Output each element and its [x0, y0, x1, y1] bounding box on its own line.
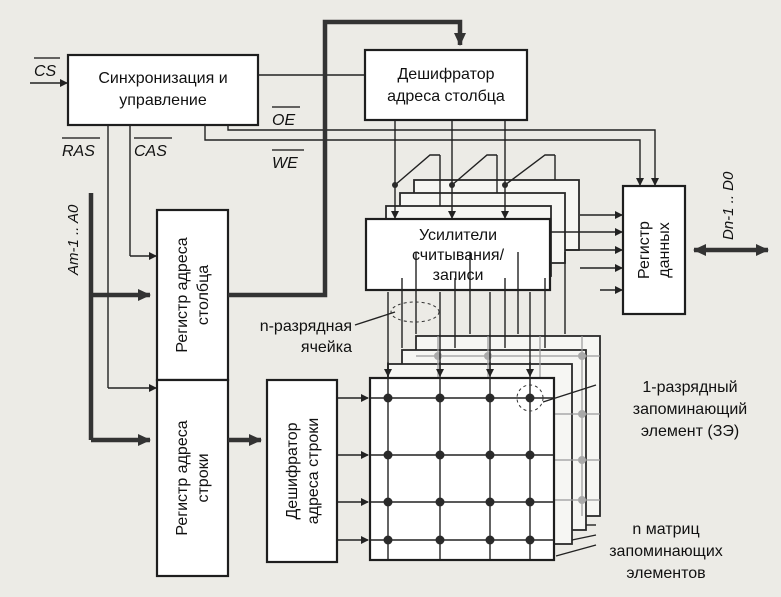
n-matrices-line3: элементов [626, 565, 705, 582]
column-address-register-block [155, 208, 230, 382]
row-register-line1: Регистр адреса [174, 420, 191, 535]
cas-label: CAS [134, 143, 167, 160]
one-bit-element-marker [516, 384, 544, 412]
sense-amps-line1: Усилители [419, 227, 497, 244]
col-register-line1: Регистр адреса [174, 237, 191, 352]
row-decoder-line1: Дешифратор [284, 422, 301, 519]
cs-label: CS [34, 63, 57, 80]
col-decoder-line1: Дешифратор [397, 66, 494, 83]
we-label: WE [272, 155, 298, 172]
one-bit-line1: 1-разрядный [642, 379, 737, 396]
ras-label: RAS [62, 143, 95, 160]
address-bus-label: Am-1 .. A0 [65, 204, 82, 276]
row-address-register-block [155, 378, 230, 578]
n-matrices-line2: запоминающих [609, 543, 723, 560]
col-decoder-line2: адреса столбца [387, 88, 505, 105]
control-wires [30, 74, 659, 557]
row-decoder-line2: адреса строки [305, 418, 322, 524]
row-decoder-block [265, 378, 339, 564]
signal-labels: CS RAS CAS OE WE Am-1 .. A0 Dn-1 .. D0 [34, 57, 737, 276]
one-bit-line3: элемент (ЗЭ) [641, 423, 739, 440]
column-decoder-block [363, 48, 529, 122]
sync-title-line2: управление [119, 92, 207, 109]
n-bit-cell-marker [390, 301, 440, 323]
memory-matrix [368, 362, 556, 562]
data-register-line1: Регистр [636, 221, 653, 279]
n-matrices-line1: n матриц [632, 521, 699, 538]
bus-arrows [88, 19, 769, 446]
data-register-line2: данных [656, 222, 673, 277]
sync-title-line1: Синхронизация и [98, 70, 227, 87]
n-bit-cell-line1: n-разрядная [260, 318, 352, 335]
data-register-block [621, 184, 687, 316]
row-register-line2: строки [195, 453, 212, 502]
sync-control-block [66, 53, 260, 127]
data-bus-label: Dn-1 .. D0 [720, 171, 737, 240]
col-register-line2: столбца [195, 265, 212, 325]
block-labels: Синхронизация и управление Дешифратор ад… [98, 66, 673, 536]
sense-amps-line2: считывания/ [412, 247, 505, 264]
sense-amplifiers-block [364, 217, 552, 292]
sense-amps-line3: записи [433, 267, 484, 284]
one-bit-line2: запоминающий [633, 401, 748, 418]
n-bit-cell-line2: ячейка [301, 339, 352, 356]
annotations: n-разрядная ячейка 1-разрядный запоминаю… [260, 318, 748, 582]
oe-label: OE [272, 112, 295, 129]
